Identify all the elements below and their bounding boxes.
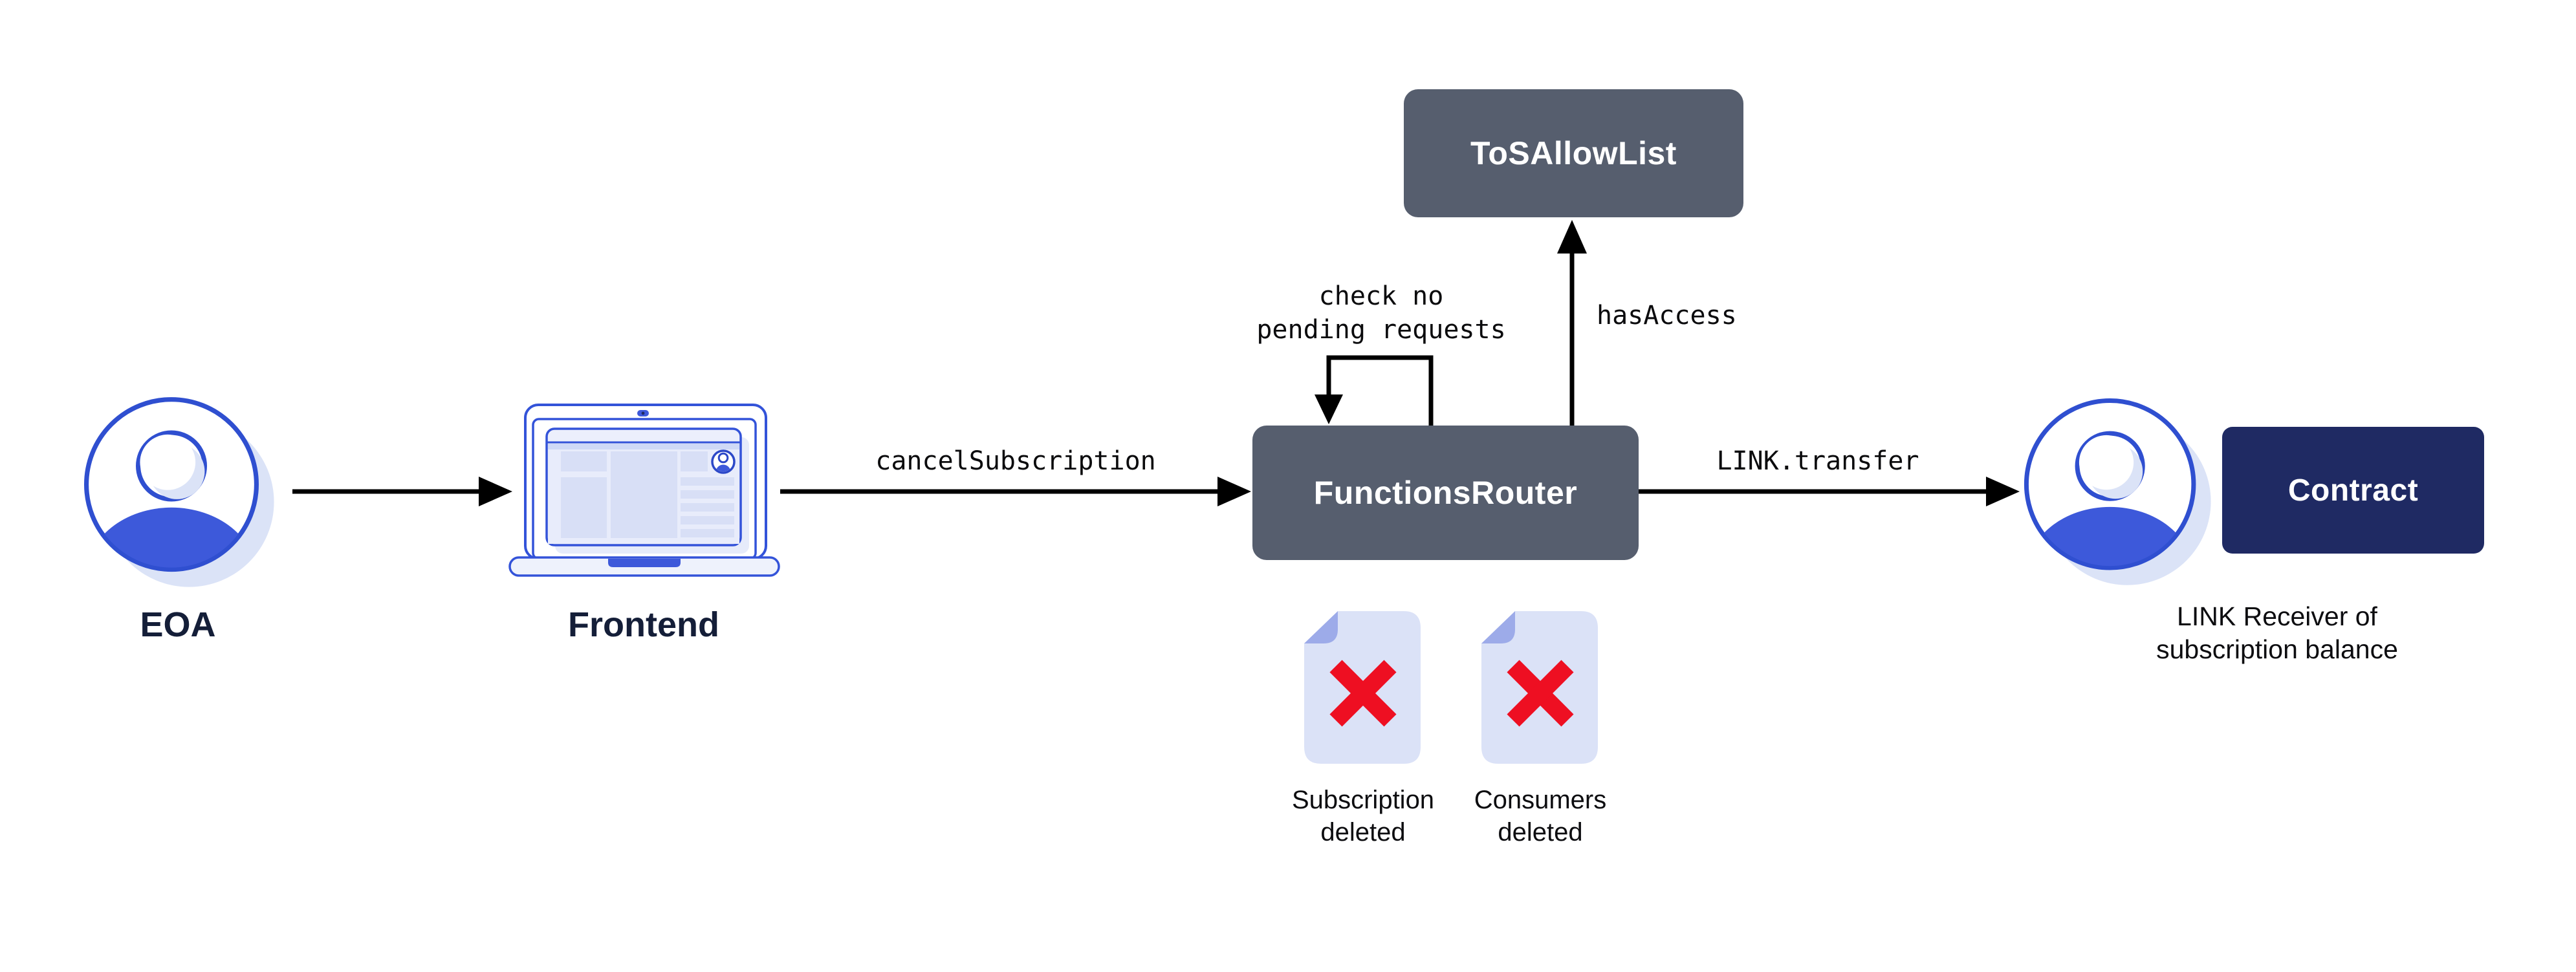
node-contract: Contract (2222, 427, 2484, 554)
link-receiver-caption: LINK Receiver of subscription balance (2156, 601, 2398, 664)
edge-label-link-transfer: LINK.transfer (1716, 446, 1919, 476)
eoa-label: EOA (140, 605, 216, 644)
avatar (711, 449, 736, 474)
deleted-document-icon (1481, 611, 1598, 764)
contract-label: Contract (2287, 473, 2419, 508)
arrow-frontend-to-router (780, 477, 1251, 506)
user-icon (2024, 398, 2211, 585)
frontend-label: Frontend (568, 605, 719, 644)
arrow-eoa-to-frontend (292, 477, 512, 506)
edge-label-cancel-subscription: cancelSubscription (875, 446, 1156, 476)
user-icon (83, 397, 274, 587)
arrow-router-self-loop (1315, 355, 1434, 427)
tos-allow-list-label: ToSAllowList (1470, 135, 1677, 171)
edge-label-has-access: hasAccess (1597, 301, 1737, 330)
laptop-icon (508, 404, 780, 577)
artifact-label-consumers-deleted: Consumers deleted (1474, 786, 1607, 847)
edge-label-check-pending: check no pending requests (1256, 281, 1506, 345)
functions-router-label: FunctionsRouter (1313, 475, 1578, 511)
deleted-document-icon (1304, 611, 1421, 764)
node-functions-router: FunctionsRouter (1252, 426, 1639, 560)
node-tos-allow-list: ToSAllowList (1404, 89, 1743, 217)
artifact-label-subscription-deleted: Subscription deleted (1291, 786, 1435, 847)
arrow-router-to-receiver (1639, 477, 2020, 506)
arrow-router-to-tos (1557, 220, 1587, 427)
